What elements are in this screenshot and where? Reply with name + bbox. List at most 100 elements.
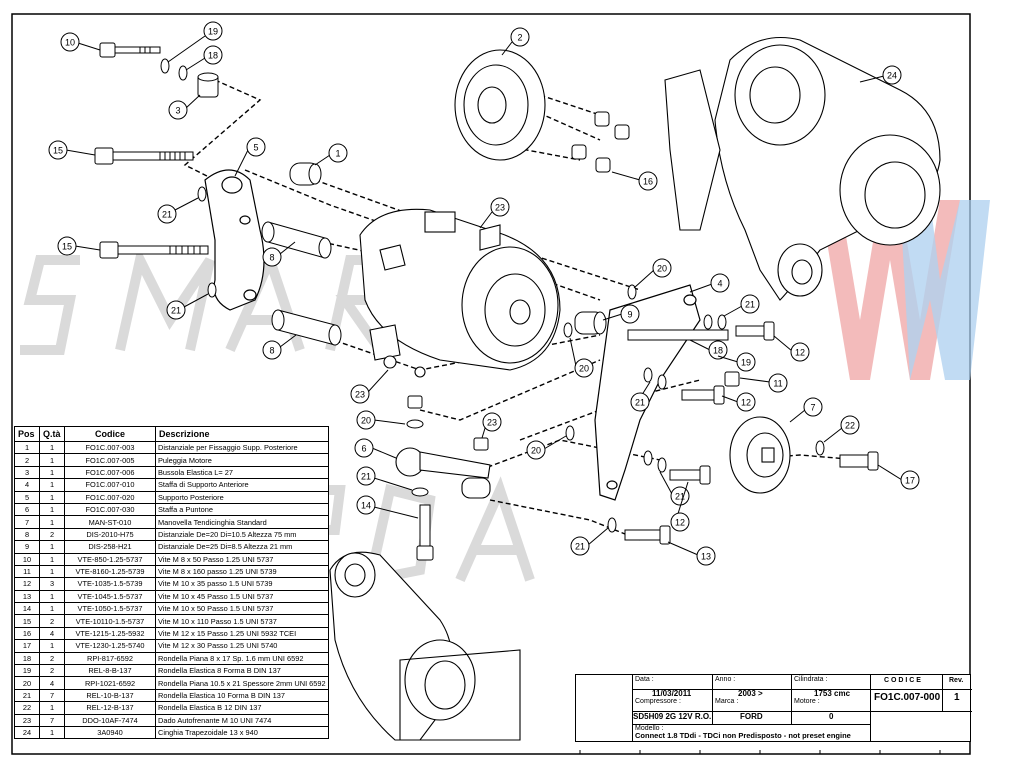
callout-20d: 20 (526, 435, 567, 460)
title-block: Data : 11/03/2011 Anno : 2003 > Cilindra… (575, 674, 972, 742)
svg-text:17: 17 (905, 476, 915, 486)
bom-cell-code: FO1C.007-030 (64, 502, 156, 517)
bom-cell-qty: 4 (39, 626, 65, 641)
bom-cell-pos: 24 (14, 725, 40, 740)
data-label: Data : (635, 676, 654, 683)
svg-text:18: 18 (713, 346, 723, 356)
compressore-label: Compressore : (635, 698, 681, 705)
bom-cell-pos: 6 (14, 502, 40, 517)
strut-6 (395, 447, 491, 499)
rev-value: 1 (954, 692, 960, 703)
bom-cell-pos: 23 (14, 713, 40, 728)
marca-value: FORD (740, 712, 763, 721)
bushing-3 (197, 72, 219, 98)
callout-12a: 12 (773, 335, 810, 362)
callout-12b: 12 (721, 392, 756, 412)
callout-20b: 20 (569, 337, 594, 378)
bom-cell-pos: 14 (14, 602, 40, 616)
bom-cell-qty: 1 (39, 552, 65, 566)
bom-cell-description: Rondella Elastica 10 Forma B DIN 137 (155, 688, 329, 703)
bom-cell-code: VTE-1230-1.25-5740 (64, 639, 156, 653)
bom-cell-pos: 4 (14, 478, 40, 492)
bom-cell-qty: 1 (39, 465, 65, 480)
belt-assembly-24 (664, 36, 941, 301)
bom-cell-description: Distanziale De=20 Di=10.5 Altezza 75 mm (155, 527, 329, 542)
bom-cell-code: DDO-10AF-7474 (64, 713, 156, 728)
bom-cell-code: VTE-1050-1.5-5737 (64, 602, 156, 616)
bolt-13 (624, 525, 671, 545)
svg-text:23: 23 (495, 203, 505, 213)
bom-cell-pos: 2 (14, 453, 40, 467)
callout-17: 17 (877, 464, 920, 490)
bom-cell-qty: 1 (39, 453, 65, 467)
nut-23 (407, 395, 489, 451)
svg-text:6: 6 (361, 444, 366, 454)
bom-cell-description: Manovella Tendicinghia Standard (155, 515, 329, 529)
callout-7: 7 (789, 397, 823, 423)
bom-cell-description: Vite M 10 x 45 Passo 1.5 UNI 5737 (155, 589, 329, 604)
bom-cell-description: Staffa di Supporto Anteriore (155, 478, 329, 492)
bom-cell-code: FO1C.007-003 (64, 440, 156, 455)
bom-cell-description: Bussola Elastica L= 27 (155, 465, 329, 480)
callout-21e: 21 (356, 466, 413, 491)
spacer-8-lower (271, 309, 342, 346)
bom-cell-code: VTE-1045-1.5-5737 (64, 589, 156, 604)
border-ticks (579, 750, 941, 754)
callout-20a: 20 (633, 258, 672, 289)
bom-cell-qty: 2 (39, 664, 65, 678)
bom-cell-qty: 1 (39, 639, 65, 653)
bom-cell-description: Vite M 12 x 15 Passo 1.25 UNI 5932 TCEI (155, 626, 329, 641)
bom-header-row: Pos Q.tà Codice Descrizione (14, 426, 329, 442)
callout-12c: 12 (670, 481, 690, 532)
bom-cell-description: Vite M 10 x 110 Passo 1.5 UNI 5737 (155, 614, 329, 628)
svg-text:16: 16 (643, 177, 653, 187)
compressore-value: SD5H09 2G 12V R.O. (633, 712, 712, 721)
washers-18-19 (160, 58, 188, 81)
callout-20c: 20 (356, 410, 406, 430)
bom-cell-pos: 16 (14, 626, 40, 641)
bom-cell-qty: 7 (39, 688, 65, 703)
callout-2: 2 (501, 27, 530, 56)
callout-5: 5 (234, 137, 266, 177)
bom-cell-pos: 21 (14, 688, 40, 703)
bom-cell-pos: 18 (14, 651, 40, 666)
callout-10: 10 (60, 32, 101, 52)
cilindrata-label: Cilindrata : (794, 676, 828, 683)
compressor (359, 208, 561, 378)
callout-1: 1 (314, 143, 348, 166)
modello-label: Modello : (635, 725, 664, 732)
bom-cell-code: 3A0940 (64, 725, 156, 740)
bolt-10 (99, 42, 161, 58)
callout-11: 11 (739, 373, 788, 393)
long-bolt-11 (627, 329, 740, 387)
bom-cell-code: VTE-850-1.25-5737 (64, 552, 156, 566)
washers-misc (563, 284, 825, 533)
anno-value: 2003 > (738, 689, 763, 698)
svg-text:21: 21 (361, 472, 371, 482)
svg-text:23: 23 (355, 390, 365, 400)
bom-cell-description: Vite M 10 x 35 passo 1.5 UNI 5739 (155, 577, 329, 591)
svg-text:24: 24 (887, 71, 897, 81)
rev-label: Rev. (949, 677, 964, 684)
callout-14: 14 (356, 495, 419, 519)
svg-text:18: 18 (208, 51, 218, 61)
bom-cell-code: DIS-2010-H75 (64, 527, 156, 542)
bom-cell-qty: 1 (39, 515, 65, 529)
bom-cell-description: Vite M 8 x 160 passo 1.25 UNI 5739 (155, 564, 329, 579)
svg-text:20: 20 (657, 264, 667, 274)
callout-21a: 21 (157, 197, 199, 224)
bom-cell-qty: 1 (39, 602, 65, 616)
svg-text:10: 10 (65, 38, 75, 48)
bom-cell-pos: 5 (14, 490, 40, 504)
svg-text:21: 21 (745, 300, 755, 310)
svg-text:12: 12 (795, 348, 805, 358)
bom-cell-code: REL-8-B-137 (64, 664, 156, 678)
